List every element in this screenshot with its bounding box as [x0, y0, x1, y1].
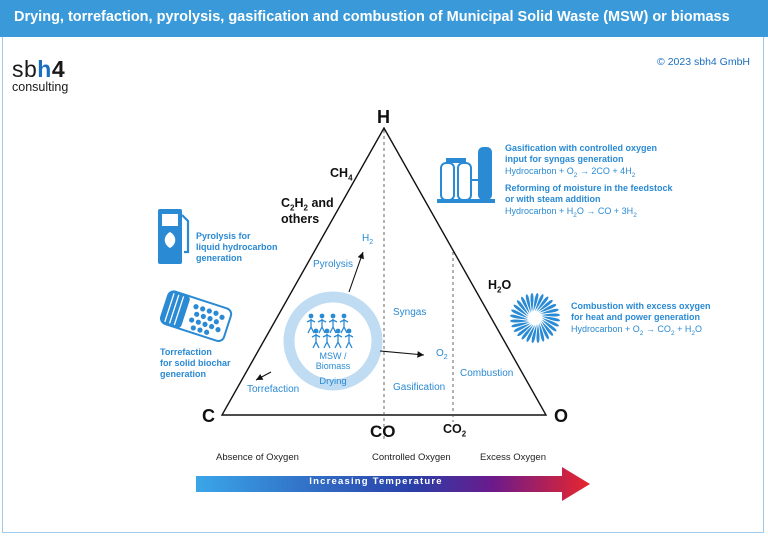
label-increasing-temperature: Increasing Temperature	[309, 476, 443, 487]
logo-subtitle: consulting	[12, 80, 69, 94]
note-combustion-eq: Hydrocarbon + O2 → CO2 + H2O	[571, 324, 702, 337]
vertex-h: H	[377, 107, 390, 127]
logo-suffix: 4	[51, 56, 66, 82]
drying-ring	[283, 291, 383, 391]
note-combustion-1: Combustion with excess oxygen	[571, 301, 711, 311]
vertex-o: O	[554, 406, 569, 426]
note-torrefaction-1: Torrefaction	[160, 347, 212, 357]
note-torrefaction-2: for solid biochar	[160, 358, 231, 368]
note-gasification-2: input for syngas generation	[505, 154, 624, 164]
note-combustion-2: for heat and power generation	[571, 312, 701, 322]
label-gasification: Gasification	[393, 382, 446, 393]
flame-burner-icon	[509, 292, 561, 344]
label-combustion: Combustion	[460, 368, 514, 379]
label-msw: MSW /	[319, 351, 347, 361]
label-biomass: Biomass	[315, 361, 351, 371]
label-drying: Drying	[319, 376, 347, 387]
label-h2: H2	[362, 233, 374, 246]
label-others: others	[281, 212, 320, 226]
note-torrefaction-3: generation	[160, 369, 207, 379]
logo-highlight: h	[37, 56, 52, 82]
label-excess-oxygen: Excess Oxygen	[480, 452, 546, 463]
note-reforming-eq: Hydrocarbon + H2O → CO + 3H2	[505, 206, 637, 219]
header-bar: Drying, torrefaction, pyrolysis, gasific…	[0, 0, 768, 37]
label-syngas: Syngas	[393, 307, 427, 318]
label-controlled-oxygen: Controlled Oxygen	[372, 452, 451, 463]
arrow-to-h2	[348, 251, 364, 293]
content-frame	[2, 37, 764, 533]
label-co: CO	[370, 422, 396, 441]
logo-prefix: sb	[12, 56, 38, 82]
note-reforming-2: or with steam addition	[505, 194, 601, 204]
note-pyrolysis-3: generation	[196, 253, 243, 263]
note-gasification-eq: Hydrocarbon + O2 → 2CO + 4H2	[505, 166, 636, 179]
label-pyrolysis: Pyrolysis	[313, 259, 354, 270]
arrow-to-o2	[379, 350, 425, 358]
page-title: Drying, torrefaction, pyrolysis, gasific…	[14, 9, 730, 25]
label-co2: CO2	[443, 422, 467, 439]
label-h2o: H2O	[488, 278, 512, 295]
note-reforming-1: Reforming of moisture in the feedstock	[505, 183, 673, 193]
label-torrefaction: Torrefaction	[247, 384, 300, 395]
vertex-c: C	[202, 406, 215, 426]
biochar-pellets-icon	[159, 290, 233, 343]
label-c2h2: C2H2 and	[281, 196, 334, 213]
label-ch4: CH4	[330, 166, 353, 183]
company-logo: sbh4	[12, 56, 65, 83]
temperature-arrow	[196, 467, 590, 501]
copyright-notice: © 2023 sbh4 GmbH	[657, 56, 750, 68]
arrow-to-torrefaction	[255, 371, 272, 381]
gasifier-icon	[437, 147, 495, 203]
note-pyrolysis-1: Pyrolysis for	[196, 231, 251, 241]
label-o2: O2	[436, 348, 448, 361]
people-icon	[306, 313, 354, 349]
label-absence-oxygen: Absence of Oxygen	[216, 452, 299, 463]
note-gasification-1: Gasification with controlled oxygen	[505, 143, 658, 153]
note-pyrolysis-2: liquid hydrocarbon	[196, 242, 278, 252]
fuel-pump-icon	[158, 209, 190, 264]
